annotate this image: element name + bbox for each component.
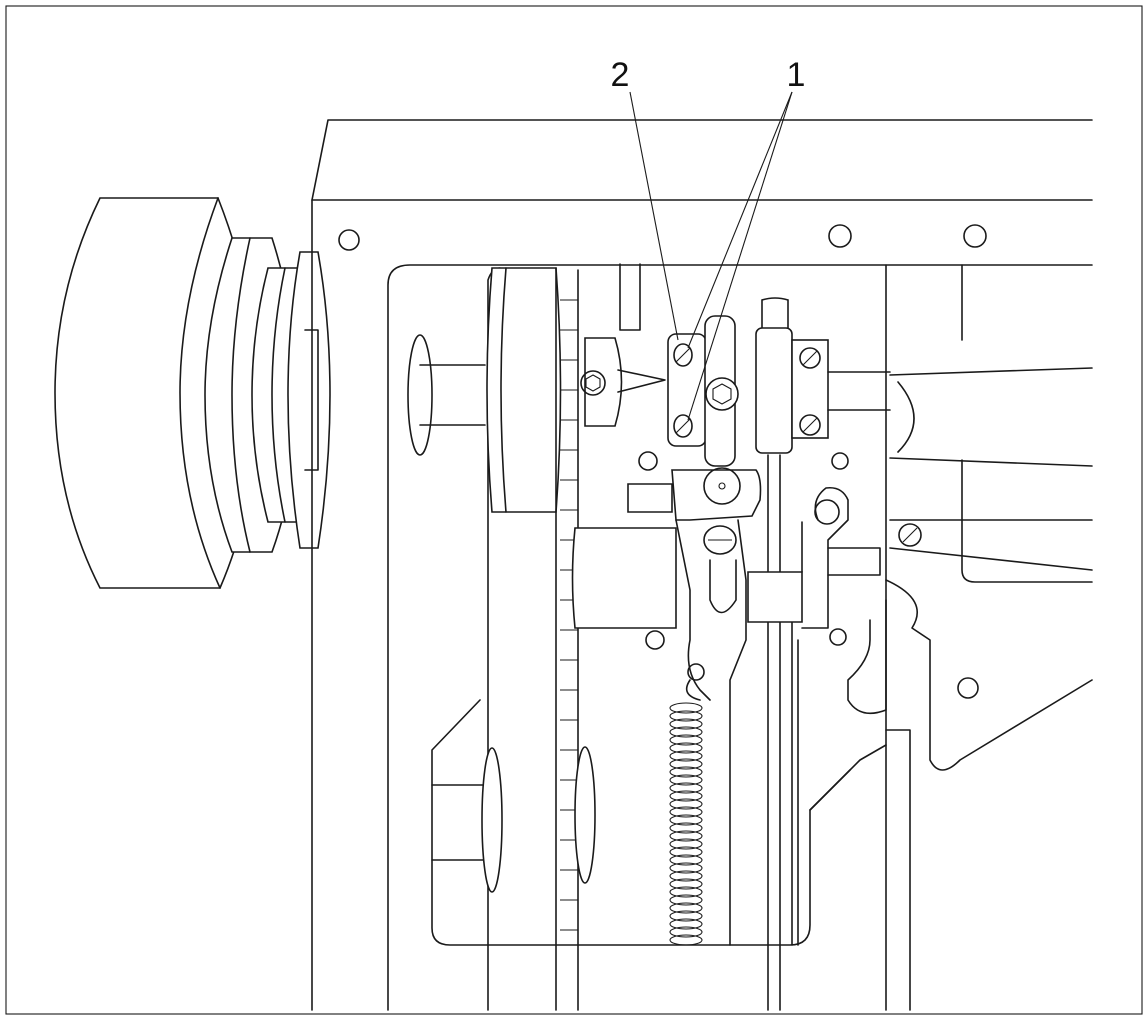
eccentric-cam xyxy=(667,315,739,467)
drawing-border xyxy=(5,5,1143,1015)
screw-hole xyxy=(338,229,360,251)
leader-line-1b xyxy=(687,91,793,421)
presser-arm xyxy=(889,367,1093,571)
leader-line-1a xyxy=(687,91,793,349)
screw xyxy=(799,414,821,436)
callout-1-label: 1 xyxy=(787,56,806,94)
set-screw xyxy=(673,414,693,438)
screw xyxy=(799,347,821,369)
frame-contour xyxy=(809,579,1093,1011)
callout-leaders xyxy=(629,91,793,421)
screw-hole xyxy=(963,224,987,248)
crank-link xyxy=(571,467,762,946)
hex-screw xyxy=(580,370,606,396)
callout-2-label: 2 xyxy=(611,56,630,94)
handwheel-pulley xyxy=(54,197,331,589)
leader-line-2 xyxy=(629,91,679,341)
hex-screw xyxy=(705,377,739,411)
timing-belt xyxy=(481,267,596,1011)
screw-hole xyxy=(828,224,852,248)
slider-block xyxy=(747,486,881,629)
screw xyxy=(898,523,922,547)
shaft-collar xyxy=(580,263,666,427)
needle-bar xyxy=(755,297,799,1011)
set-screw xyxy=(673,343,693,367)
lower-recess xyxy=(431,699,851,946)
main-shaft xyxy=(407,334,486,456)
clamp-block xyxy=(791,339,891,439)
tension-spring xyxy=(669,702,703,946)
